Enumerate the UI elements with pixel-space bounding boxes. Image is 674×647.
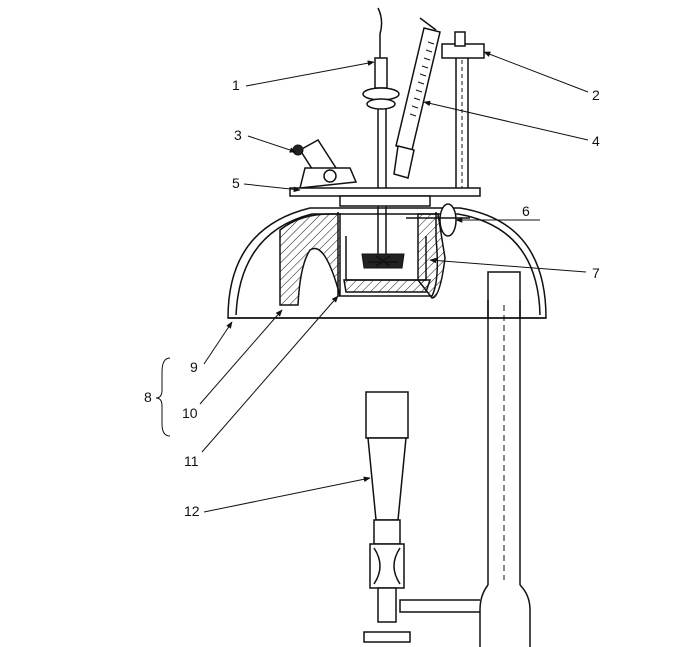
lid-plate (289, 187, 481, 207)
callout-2: 2 (592, 87, 600, 103)
callout-11: 11 (184, 453, 199, 469)
callout-labels: 1 2 3 4 5 6 7 8 9 10 11 12 (144, 77, 600, 519)
callout-8: 8 (144, 389, 152, 405)
inner-vessel (337, 212, 439, 297)
callout-7: 7 (592, 265, 600, 281)
probe (362, 7, 400, 110)
burner (363, 391, 411, 643)
clamp (292, 139, 358, 189)
callout-12: 12 (184, 503, 200, 519)
callout-10: 10 (182, 405, 198, 421)
screw-knob (441, 31, 485, 190)
dome-housing (227, 207, 547, 319)
callout-4: 4 (592, 133, 600, 149)
callout-6: 6 (522, 203, 530, 219)
callout-1: 1 (232, 77, 240, 93)
support-column (399, 300, 531, 647)
insulation-body (279, 213, 446, 306)
callout-9: 9 (190, 359, 198, 375)
callout-3: 3 (234, 127, 242, 143)
thermometer (393, 17, 441, 179)
callout-5: 5 (232, 175, 240, 191)
leader-lines (155, 51, 589, 513)
